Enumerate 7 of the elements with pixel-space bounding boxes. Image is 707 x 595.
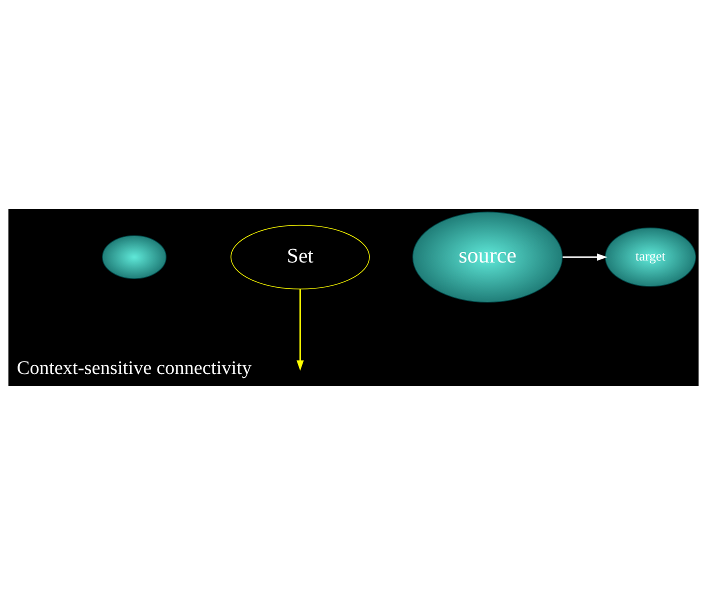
node-ellipse: target	[604, 228, 696, 287]
label: Context-sensitive connectivity	[16, 358, 252, 380]
node-ellipse: source	[412, 212, 563, 303]
arrow	[562, 254, 608, 261]
arrow	[296, 289, 304, 371]
node-ellipse: Set	[230, 224, 370, 290]
node-ellipse	[102, 235, 166, 279]
